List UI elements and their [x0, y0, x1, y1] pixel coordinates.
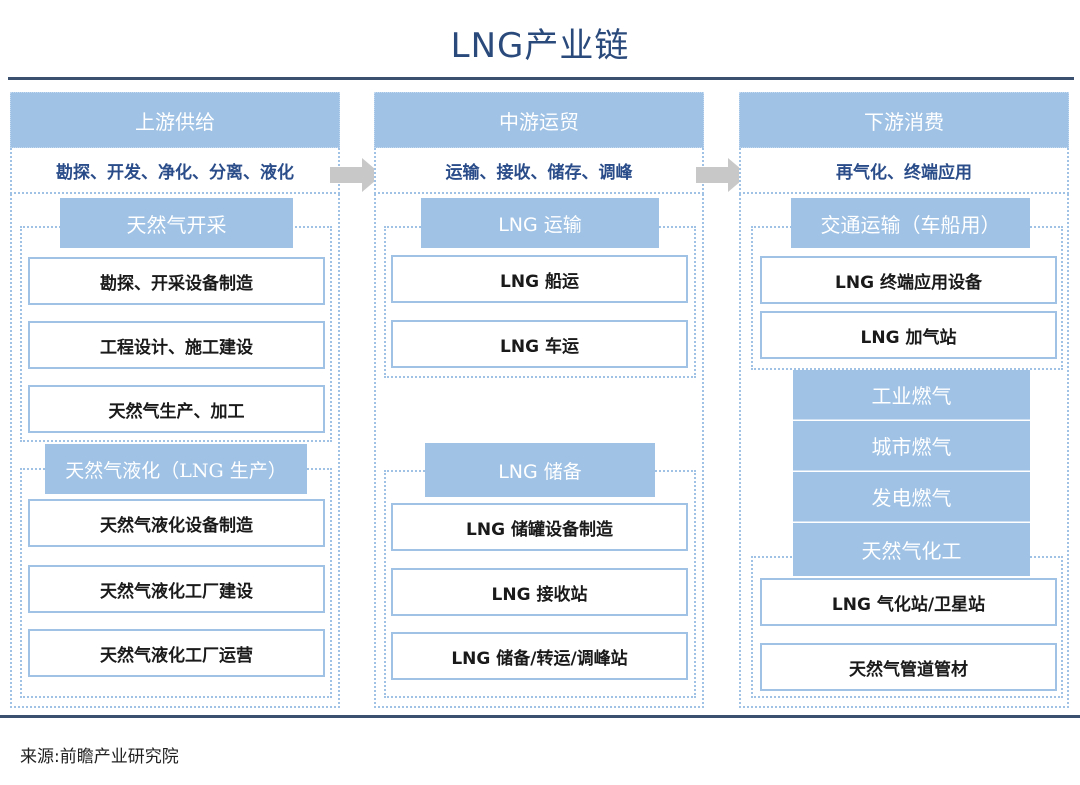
- upstream-group-liquefaction-label: 天然气液化（LNG 生产）: [45, 444, 307, 494]
- upstream-item-engineering: 工程设计、施工建设: [28, 321, 325, 369]
- midstream-item-tank-equipment: LNG 储罐设备制造: [391, 503, 688, 551]
- diagram-title: LNG产业链: [450, 26, 630, 66]
- upstream-item-liquefaction-equipment: 天然气液化设备制造: [28, 499, 325, 547]
- midstream-group-storage-label: LNG 储备: [425, 443, 655, 497]
- midstream-item-peak-station: LNG 储备/转运/调峰站: [391, 632, 688, 680]
- midstream-item-truck: LNG 车运: [391, 320, 688, 368]
- upstream-subtitle: 勘探、开发、净化、分离、液化: [10, 148, 340, 194]
- downstream-city-gas: 城市燃气: [793, 421, 1030, 471]
- top-rule: [8, 77, 1074, 80]
- source-note: 来源:前瞻产业研究院: [20, 747, 179, 767]
- upstream-item-liquefaction-plant-build: 天然气液化工厂建设: [28, 565, 325, 613]
- midstream-item-ship: LNG 船运: [391, 255, 688, 303]
- midstream-group-transport-label: LNG 运输: [421, 198, 659, 248]
- midstream-header: 中游运贸: [374, 92, 704, 148]
- upstream-header: 上游供给: [10, 92, 340, 148]
- downstream-power-gas: 发电燃气: [793, 472, 1030, 522]
- upstream-item-liquefaction-plant-ops: 天然气液化工厂运营: [28, 629, 325, 677]
- downstream-group-chemical-label: 天然气化工: [793, 523, 1030, 576]
- downstream-industrial-gas: 工业燃气: [793, 370, 1030, 420]
- arrow-right-icon: [696, 158, 748, 192]
- midstream-item-terminal: LNG 接收站: [391, 568, 688, 616]
- midstream-subtitle: 运输、接收、储存、调峰: [374, 148, 704, 194]
- upstream-item-production: 天然气生产、加工: [28, 385, 325, 433]
- downstream-panel: [739, 194, 1069, 708]
- upstream-panel: [10, 194, 340, 708]
- downstream-subtitle: 再气化、终端应用: [739, 148, 1069, 194]
- downstream-item-pipeline: 天然气管道管材: [760, 643, 1057, 691]
- upstream-group-extraction-label: 天然气开采: [60, 198, 293, 248]
- bottom-rule: [0, 715, 1080, 718]
- upstream-item-equipment: 勘探、开采设备制造: [28, 257, 325, 305]
- downstream-item-gasification-station: LNG 气化站/卫星站: [760, 578, 1057, 626]
- downstream-header: 下游消费: [739, 92, 1069, 148]
- midstream-panel: [374, 194, 704, 708]
- arrow-right-icon: [330, 158, 382, 192]
- downstream-item-terminal-equipment: LNG 终端应用设备: [760, 256, 1057, 304]
- downstream-group-transport-label: 交通运输（车船用）: [791, 198, 1030, 248]
- downstream-item-filling-station: LNG 加气站: [760, 311, 1057, 359]
